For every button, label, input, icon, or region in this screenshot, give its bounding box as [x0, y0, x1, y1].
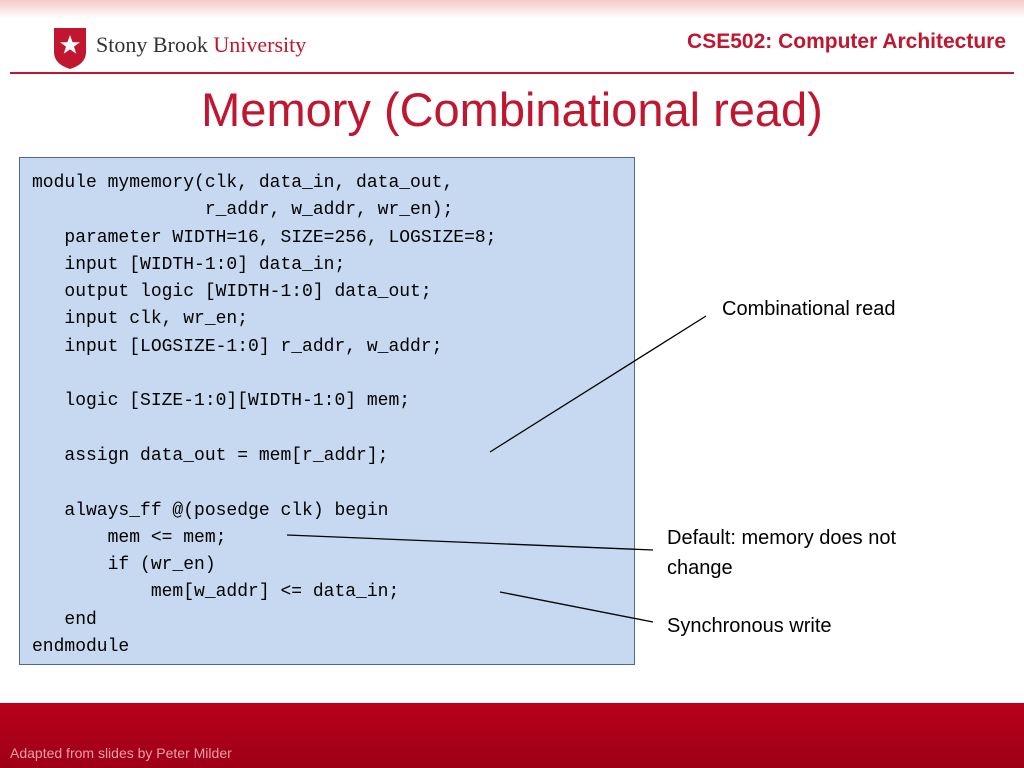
footer-bar: [0, 703, 1024, 768]
code-line: parameter WIDTH=16, SIZE=256, LOGSIZE=8;: [32, 227, 497, 248]
logo-name: Stony Brook: [96, 32, 208, 57]
code-line: input [WIDTH-1:0] data_in;: [32, 254, 346, 275]
code-line: input [LOGSIZE-1:0] r_addr, w_addr;: [32, 336, 443, 357]
code-line: output logic [WIDTH-1:0] data_out;: [32, 282, 432, 303]
code-line: [32, 361, 634, 388]
code-line: mem <= mem;: [32, 527, 227, 548]
footer-credit: Adapted from slides by Peter Milder: [10, 745, 232, 761]
course-title: CSE502: Computer Architecture: [687, 30, 1006, 53]
code-line: mem[w_addr] <= data_in;: [32, 582, 400, 603]
code-line: r_addr, w_addr, wr_en);: [32, 200, 454, 221]
code-line: input clk, wr_en;: [32, 309, 249, 330]
code-line: end: [32, 609, 97, 630]
header-divider: [10, 72, 1014, 74]
code-line: endmodule: [32, 637, 130, 658]
code-line: assign data_out = mem[r_addr];: [32, 445, 389, 466]
logo-university: University: [213, 32, 307, 57]
code-line: [32, 470, 634, 497]
annotation-default-memory: Default: memory does not change: [667, 527, 896, 579]
code-line: logic [SIZE-1:0][WIDTH-1:0] mem;: [32, 391, 411, 412]
annotation-synchronous-write: Synchronous write: [667, 615, 832, 637]
code-line: module mymemory(clk, data_in, data_out,: [32, 173, 454, 193]
code-line: always_ff @(posedge clk) begin: [32, 500, 389, 521]
slide-title: Memory (Combinational read): [201, 83, 823, 136]
code-line: [32, 416, 634, 443]
code-block: module mymemory(clk, data_in, data_out, …: [19, 157, 635, 665]
top-gradient-bar: [0, 0, 1024, 18]
code-line: if (wr_en): [32, 555, 216, 576]
annotation-combinational-read: Combinational read: [722, 298, 896, 320]
university-logo: Stony Brook University: [52, 26, 322, 70]
shield-star-icon: [54, 28, 86, 69]
